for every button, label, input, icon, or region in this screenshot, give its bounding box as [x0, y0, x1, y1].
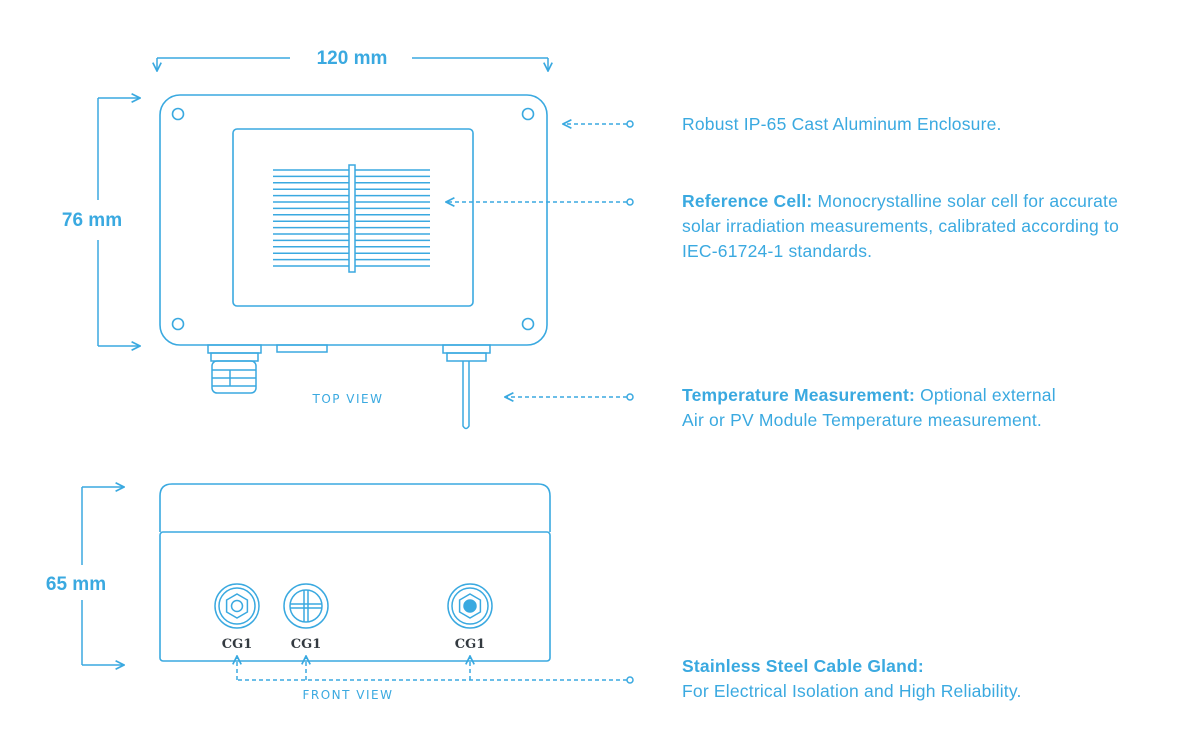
gland-label-2: CG1	[291, 637, 322, 652]
callout-temperature: Temperature Measurement: Optional extern…	[682, 383, 1062, 433]
width-label: 120 mm	[317, 48, 388, 69]
depth-dimension	[81, 487, 124, 665]
front-view-label: FRONT VIEW	[302, 688, 393, 702]
top-view-enclosure	[159, 94, 548, 346]
cable-gland-cross-icon	[283, 583, 329, 629]
callout-temperature-title: Temperature Measurement:	[682, 385, 916, 405]
gland-label-1: CG1	[222, 637, 253, 652]
cable-gland-front-icon	[214, 583, 260, 629]
callout-leader-temperature	[505, 394, 634, 400]
gland-label-3: CG1	[455, 637, 486, 652]
callout-cable-gland: Stainless Steel Cable Gland: For Electri…	[682, 654, 1152, 704]
callout-reference-cell-text: Monocrystalline solar cell for accurate …	[682, 191, 1120, 261]
width-dimension	[157, 57, 548, 71]
callout-leader-cable-gland	[237, 656, 634, 684]
screw-hole-icon	[171, 107, 185, 121]
front-view-enclosure	[159, 483, 551, 662]
depth-label: 65 mm	[46, 574, 106, 595]
height-dimension	[97, 98, 140, 346]
cable-gland-side-icon	[207, 344, 262, 394]
height-label: 76 mm	[62, 210, 122, 231]
top-view-label: TOP VIEW	[311, 392, 383, 406]
callout-cable-gland-text: For Electrical Isolation and High Reliab…	[682, 681, 1022, 701]
callout-temperature-text: Optional external Air or PV Module Tempe…	[682, 385, 1056, 430]
callout-reference-cell: Reference Cell: Monocrystalline solar ce…	[682, 189, 1152, 264]
screw-hole-icon	[521, 107, 535, 121]
callout-enclosure-text: Robust IP-65 Cast Aluminum Enclosure.	[682, 114, 1002, 134]
screw-hole-icon	[521, 317, 535, 331]
callout-leader-reference-cell	[446, 199, 634, 205]
callout-cable-gland-title: Stainless Steel Cable Gland:	[682, 656, 924, 676]
cable-gland-filled-icon	[447, 583, 493, 629]
screw-hole-icon	[171, 317, 185, 331]
temperature-probe-icon	[442, 344, 491, 430]
callout-leader-enclosure	[563, 121, 634, 127]
connector-tab	[276, 344, 328, 353]
callout-enclosure: Robust IP-65 Cast Aluminum Enclosure.	[682, 112, 1152, 137]
callout-reference-cell-title: Reference Cell:	[682, 191, 813, 211]
cell-window	[232, 128, 474, 307]
cell-busbar	[348, 164, 356, 273]
